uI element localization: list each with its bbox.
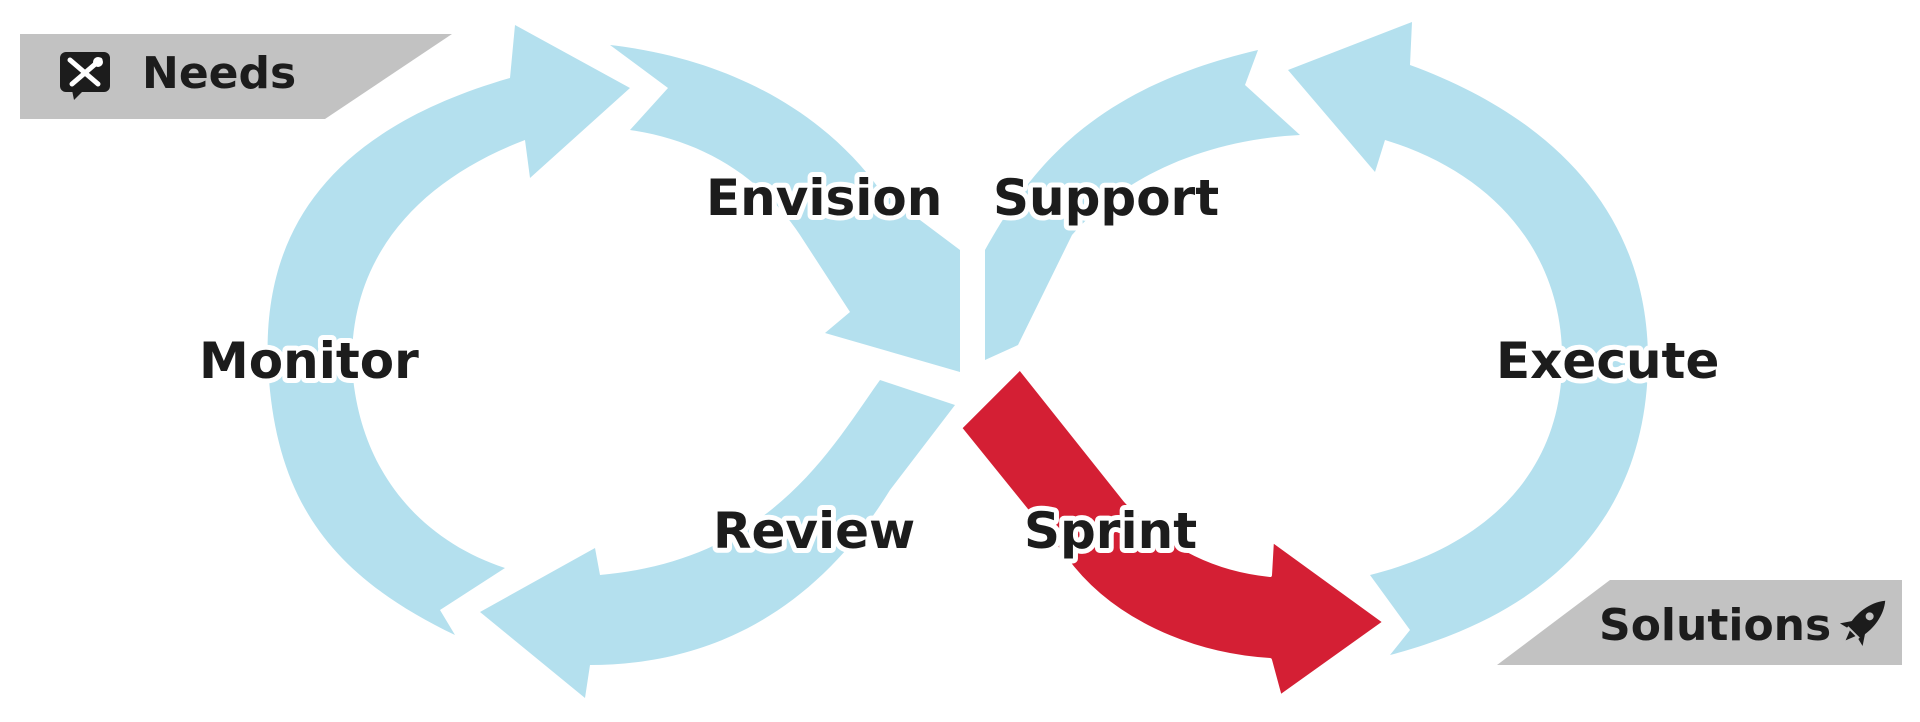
loop-arc-execute-top xyxy=(1288,22,1649,365)
loop-arc-envision xyxy=(610,45,960,372)
stage-monitor: Monitor xyxy=(199,332,419,390)
stage-support: Support xyxy=(993,169,1219,227)
sprint-active-arrow xyxy=(958,366,1387,699)
rocket-icon xyxy=(1839,600,1886,647)
tools-chat-icon xyxy=(60,52,110,100)
loop-arc-monitor-top xyxy=(267,25,630,365)
loop-arc-execute-bottom xyxy=(1370,365,1648,655)
needs-tag: Needs xyxy=(20,34,452,119)
solutions-tag: Solutions xyxy=(1497,580,1902,665)
solutions-label: Solutions xyxy=(1599,600,1831,651)
loop-arc-support xyxy=(985,50,1300,360)
loop-arc-monitor-bottom xyxy=(268,365,505,635)
stage-sprint: Sprint xyxy=(1024,502,1197,560)
stage-envision: Envision xyxy=(706,169,942,227)
needs-label: Needs xyxy=(142,48,296,99)
stage-execute: Execute xyxy=(1496,332,1719,390)
stage-review: Review xyxy=(713,502,915,560)
loop-arc-review xyxy=(480,380,955,698)
